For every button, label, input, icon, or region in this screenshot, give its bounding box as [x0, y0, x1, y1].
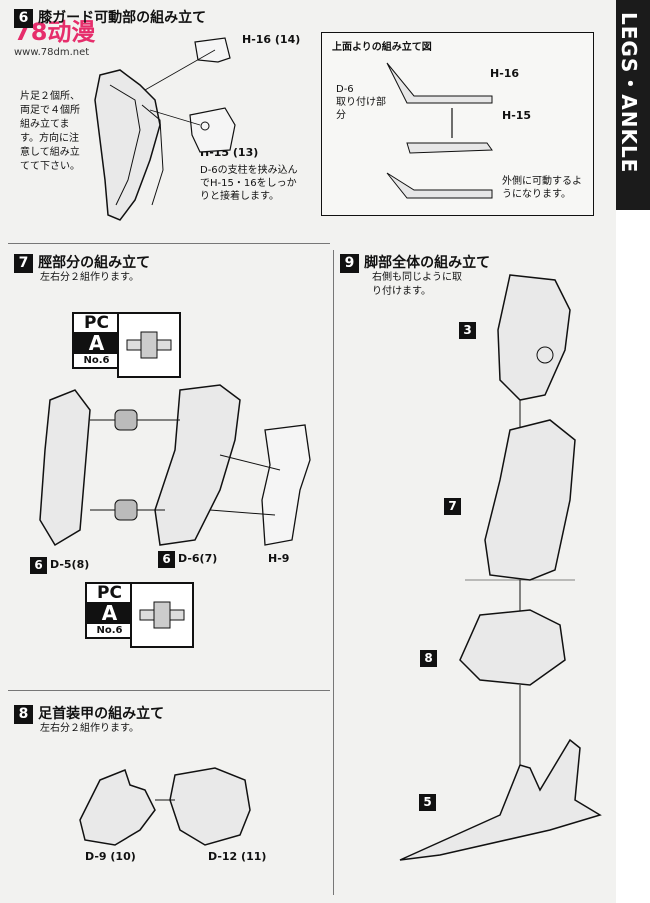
sec9-note: 右側も同じように取り付けます。 [372, 272, 462, 297]
pc-a-block-top: PC A No.6 [72, 312, 121, 369]
sec7-callout-d6: 6 [158, 551, 175, 568]
sec6-note: 片足２個所、両足で４個所組み立てます。方向に注意して組み立てて下さい。 [20, 91, 80, 172]
sec9-header: 9 脚部全体の組み立て [340, 252, 490, 273]
sec9-part-drawing [399, 274, 602, 861]
side-tab-black [616, 0, 650, 210]
label-d6: D-6(7) [178, 552, 218, 565]
sec7-note: 左右分２組作ります。 [40, 272, 139, 283]
sec6-title: 膝ガード可動部の組み立て [38, 10, 207, 26]
label-d5: D-5(8) [50, 558, 90, 571]
sec9-callout-7: 7 [444, 498, 461, 515]
sec7-title: 脛部分の組み立て [38, 255, 151, 271]
sec8-number: 8 [14, 705, 33, 724]
sec9-title: 脚部全体の組み立て [364, 255, 491, 271]
sec6-number: 6 [14, 9, 33, 28]
sec6-header: 6 膝ガード可動部の組み立て [14, 7, 206, 28]
side-tab: LEGS・ANKLE [616, 0, 650, 903]
top-view-movable-note: 外側に可動するようになります。 [502, 176, 582, 200]
sec6-top-view-box: 上面よりの組み立て図 H-16 H-15 D-6 取り付け部分 外側に可動するよ… [321, 32, 594, 216]
sec7-part-drawing [39, 384, 311, 547]
sec9-number: 9 [340, 254, 359, 273]
top-view-h15: H-15 [502, 109, 532, 122]
top-view-d6-note: 取り付け部分 [336, 97, 386, 121]
divider-7-8 [8, 690, 330, 691]
pc-number: No.6 [83, 355, 110, 366]
top-view-title: 上面よりの組み立て図 [332, 42, 432, 53]
divider-vertical [333, 250, 334, 895]
top-view-d6: D-6 [336, 84, 354, 95]
sec7-header: 7 脛部分の組み立て [14, 252, 150, 273]
pc-label: PC [84, 313, 109, 333]
sec8-title: 足首装甲の組み立て [38, 706, 165, 722]
label-d12: D-12 (11) [208, 850, 267, 863]
sec8-note: 左右分２組作ります。 [40, 723, 139, 734]
sec8-header: 8 足首装甲の組み立て [14, 703, 164, 724]
top-view-drawing [386, 62, 493, 199]
sec7-number: 7 [14, 254, 33, 273]
label-d9: D-9 (10) [85, 850, 136, 863]
pc-letter: A [87, 602, 132, 624]
pc-part-icon-bottom [130, 582, 194, 648]
sec8-part-drawing [79, 767, 251, 846]
sec9-callout-5: 5 [419, 794, 436, 811]
pc-number: No.6 [96, 625, 123, 636]
sec9-callout-3: 3 [459, 322, 476, 339]
side-tab-label: LEGS・ANKLE [617, 12, 641, 174]
pc-label: PC [97, 583, 122, 603]
pc-letter: A [74, 332, 119, 354]
sec6-part-drawing [94, 37, 236, 221]
sec9-callout-8: 8 [420, 650, 437, 667]
divider-6-7 [8, 243, 330, 244]
label-h16: H-16 (14) [242, 33, 301, 46]
sec6-description: D-6の支柱を挟み込んでH-15・16をしっかりと接着します。 [200, 165, 298, 202]
top-view-h16: H-16 [490, 67, 520, 80]
sec7-callout-d5: 6 [30, 557, 47, 574]
pc-a-block-bottom: PC A No.6 [85, 582, 134, 639]
logo-url: www.78dm.net [14, 47, 90, 58]
label-h9: H-9 [268, 552, 290, 565]
pc-part-icon-top [117, 312, 181, 378]
